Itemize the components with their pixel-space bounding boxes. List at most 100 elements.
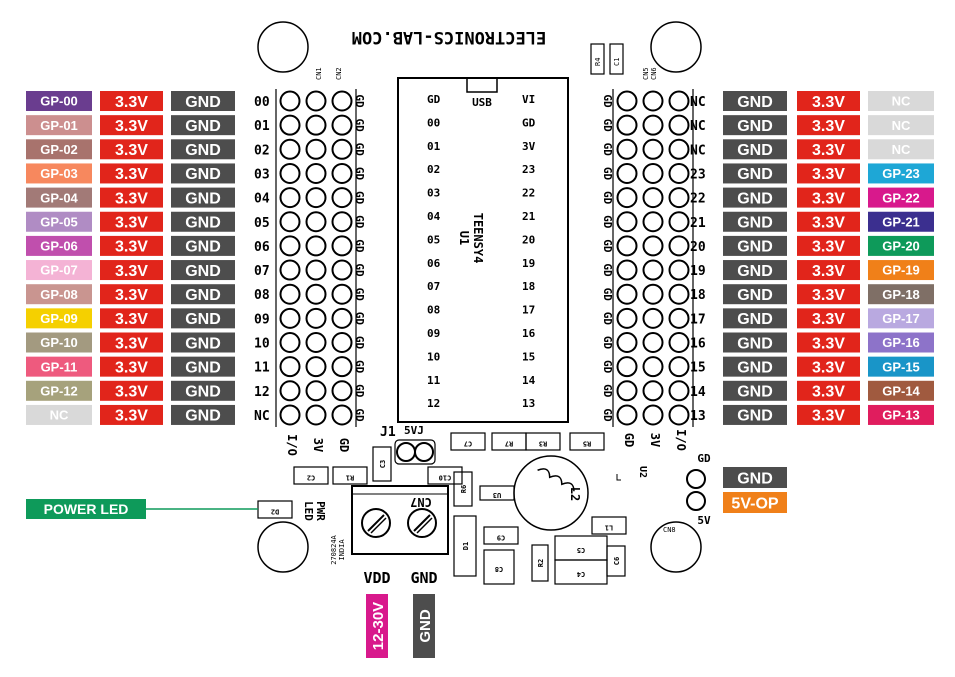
left-header-pin	[279, 90, 301, 112]
left-header-pin	[305, 114, 327, 136]
board-title: ELECTRONICS-LAB.COM	[352, 27, 546, 47]
right-3v3-label-text: 3.3V	[812, 190, 845, 207]
left-header-pin	[279, 187, 301, 209]
right-gp-label-text: GP-18	[882, 287, 920, 302]
teensy-right-pin: 16	[522, 327, 536, 340]
left-gnd-label-text: GND	[185, 359, 221, 376]
smd-component-label: D1	[462, 542, 470, 550]
right-gnd-label	[723, 404, 787, 425]
right-gnd-label-text: GND	[737, 384, 773, 401]
right-gnd-label-text: GND	[737, 215, 773, 232]
right-gp-label-text: GP-20	[882, 239, 920, 254]
smd-component	[569, 432, 605, 451]
right-gp-label	[868, 211, 934, 232]
right-gp-label	[868, 139, 934, 160]
vdd-label: VDD	[363, 569, 390, 587]
right-3v3-label	[797, 308, 860, 329]
left-header-outline	[275, 89, 357, 427]
teensy-right-pin: 18	[522, 280, 535, 293]
left-3v3-label	[100, 115, 163, 136]
left-header-gd-label: GD	[353, 336, 366, 350]
left-gp-label-text: GP-09	[40, 311, 78, 326]
right-header-pin	[642, 259, 664, 281]
right-header-pin	[616, 356, 638, 378]
smd-component-label: R7	[505, 440, 513, 448]
right-bottom-header-label: I/O	[674, 429, 688, 451]
teensy-right-pin: 19	[522, 257, 535, 270]
left-3v3-label-text: 3.3V	[115, 118, 148, 135]
left-header-gd-label: GD	[353, 191, 366, 205]
r4-footprint	[590, 43, 605, 75]
left-3v3-label-text: 3.3V	[115, 384, 148, 401]
right-header-pin	[668, 211, 690, 233]
left-gp-label-text: GP-04	[40, 190, 78, 205]
left-gnd-label-text: GND	[185, 384, 221, 401]
right-gp-label-text: GP-21	[882, 214, 920, 229]
teensy-left-pin: 10	[427, 350, 440, 363]
left-gp-label	[26, 91, 92, 111]
left-gnd-label-text: GND	[185, 408, 221, 425]
right-3v3-label	[797, 115, 860, 136]
right-gnd-label	[723, 235, 787, 256]
left-gnd-label-text: GND	[185, 142, 221, 159]
left-header-pin-label: 03	[254, 167, 270, 182]
right-header-pin	[642, 162, 664, 184]
left-header-pin	[279, 162, 301, 184]
output-gnd-label	[723, 467, 787, 488]
right-gnd-label-text: GND	[737, 166, 773, 183]
right-3v3-label	[797, 356, 860, 377]
left-gp-label-text: GP-05	[40, 214, 78, 229]
c1-footprint	[609, 43, 624, 75]
right-header-pin-label: NC	[690, 143, 706, 158]
right-header-pin	[668, 114, 690, 136]
teensy-module	[397, 77, 569, 423]
smd-component-label: C7	[464, 440, 472, 448]
right-gp-label-text: GP-15	[882, 359, 920, 374]
right-gnd-label	[723, 115, 787, 136]
left-header-pin	[331, 404, 353, 426]
right-gp-label	[868, 332, 934, 353]
left-gnd-label	[171, 332, 235, 353]
right-header-pin	[616, 162, 638, 184]
teensy-left-pin: 05	[427, 233, 440, 246]
left-header-pin	[279, 356, 301, 378]
right-header-pin	[668, 235, 690, 257]
right-gp-label	[868, 260, 934, 281]
left-header-gd-label: GD	[353, 239, 366, 253]
right-header-pin	[642, 380, 664, 402]
teensy-right-pin: 21	[522, 210, 536, 223]
right-gnd-label	[723, 211, 787, 232]
right-gnd-label	[723, 380, 787, 401]
right-3v3-label-text: 3.3V	[812, 335, 845, 352]
right-gp-label-text: GP-23	[882, 166, 920, 181]
left-3v3-label-text: 3.3V	[115, 215, 148, 232]
right-header-pin	[642, 356, 664, 378]
left-header-pin	[305, 332, 327, 353]
right-gnd-label	[723, 260, 787, 281]
left-gp-label-text: GP-03	[40, 166, 78, 181]
right-header-gd-label: GD	[601, 288, 614, 302]
right-3v3-label	[797, 235, 860, 256]
mounting-hole-bottom-right	[650, 521, 702, 573]
right-header-gd-label: GD	[601, 191, 614, 205]
left-header-pin	[305, 187, 327, 209]
mounting-hole-bottom-left	[257, 521, 309, 573]
right-header-pin	[616, 90, 638, 112]
smd-component-label: R2	[537, 559, 545, 567]
left-header-gd-label: GD	[353, 263, 366, 277]
smd-component-label: U3	[493, 491, 501, 499]
right-header-pin	[668, 332, 690, 353]
right-header-pin-label: 16	[690, 337, 706, 352]
left-header-pin	[331, 211, 353, 233]
right-header-pin	[642, 307, 664, 329]
left-3v3-label	[100, 356, 163, 377]
smd-component-label: R5	[583, 440, 591, 448]
right-gnd-label-text: GND	[737, 118, 773, 135]
smd-component	[483, 526, 519, 545]
right-header-pin	[616, 259, 638, 281]
right-header-pin	[642, 138, 664, 160]
left-3v3-label-text: 3.3V	[115, 408, 148, 425]
smd-component	[606, 545, 626, 577]
right-gp-label-text: GP-19	[882, 263, 920, 278]
